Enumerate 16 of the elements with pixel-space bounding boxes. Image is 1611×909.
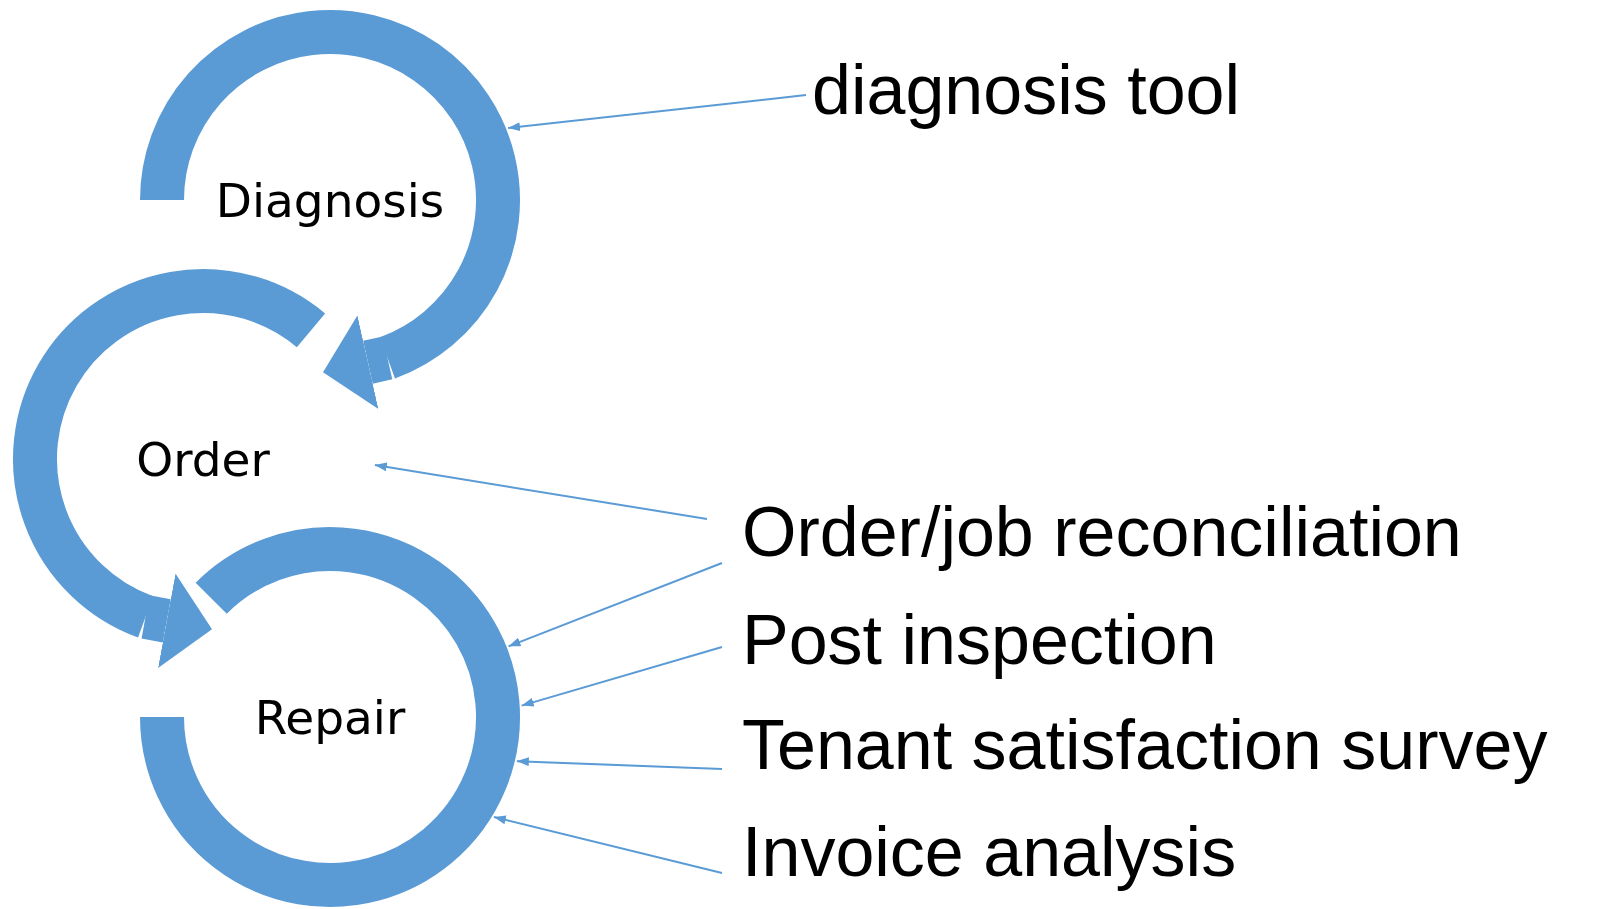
arrow (507, 562, 723, 648)
arrow (373, 462, 708, 520)
callout-text: diagnosis tool (812, 50, 1241, 131)
callout-text: Post inspection (742, 600, 1217, 681)
cycle-arrow (141, 573, 212, 668)
callout-text: Order/job reconciliation (742, 492, 1462, 573)
callout-text: Invoice analysis (742, 812, 1237, 893)
stage-label: Order (136, 431, 270, 487)
arrow (507, 94, 807, 132)
cycle-arrow (323, 315, 393, 410)
stage-label: Repair (254, 689, 406, 745)
callout-text: Tenant satisfaction survey (742, 705, 1548, 786)
arrow (520, 646, 723, 707)
stage-label: Diagnosis (215, 172, 445, 228)
arrow (515, 757, 723, 770)
arrow (492, 815, 723, 874)
